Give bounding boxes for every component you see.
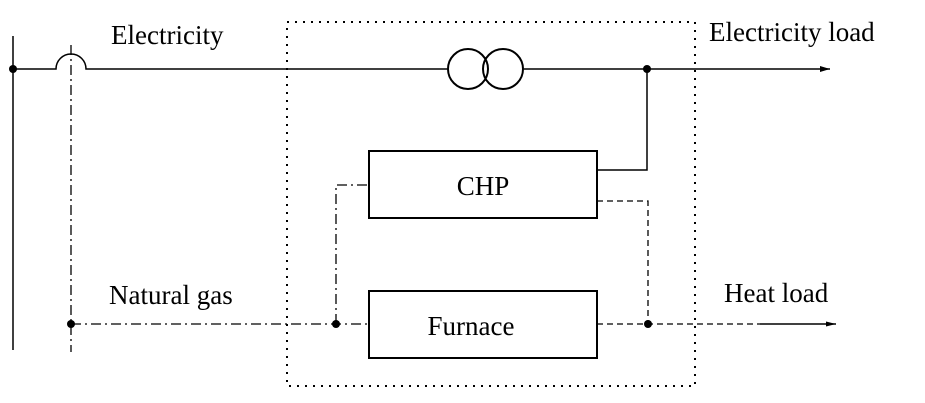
furnace-box	[368, 290, 598, 359]
junction-electricity-left	[9, 65, 17, 73]
furnace-label: Furnace	[428, 311, 515, 341]
electricity-line	[13, 53, 830, 69]
electricity-load-label: Electricity load	[709, 17, 875, 47]
chp-heat-output	[597, 200, 649, 324]
chp-label: CHP	[457, 171, 510, 201]
chp-electricity-output	[597, 69, 648, 171]
electricity-label: Electricity	[111, 20, 224, 50]
chp-box	[368, 150, 598, 219]
gas-feed-chp	[335, 184, 369, 324]
transformer-icon	[447, 48, 524, 90]
natural-gas-label: Natural gas	[109, 280, 233, 310]
energy-hub-boundary	[286, 21, 696, 387]
heat-load-label: Heat load	[724, 278, 829, 308]
